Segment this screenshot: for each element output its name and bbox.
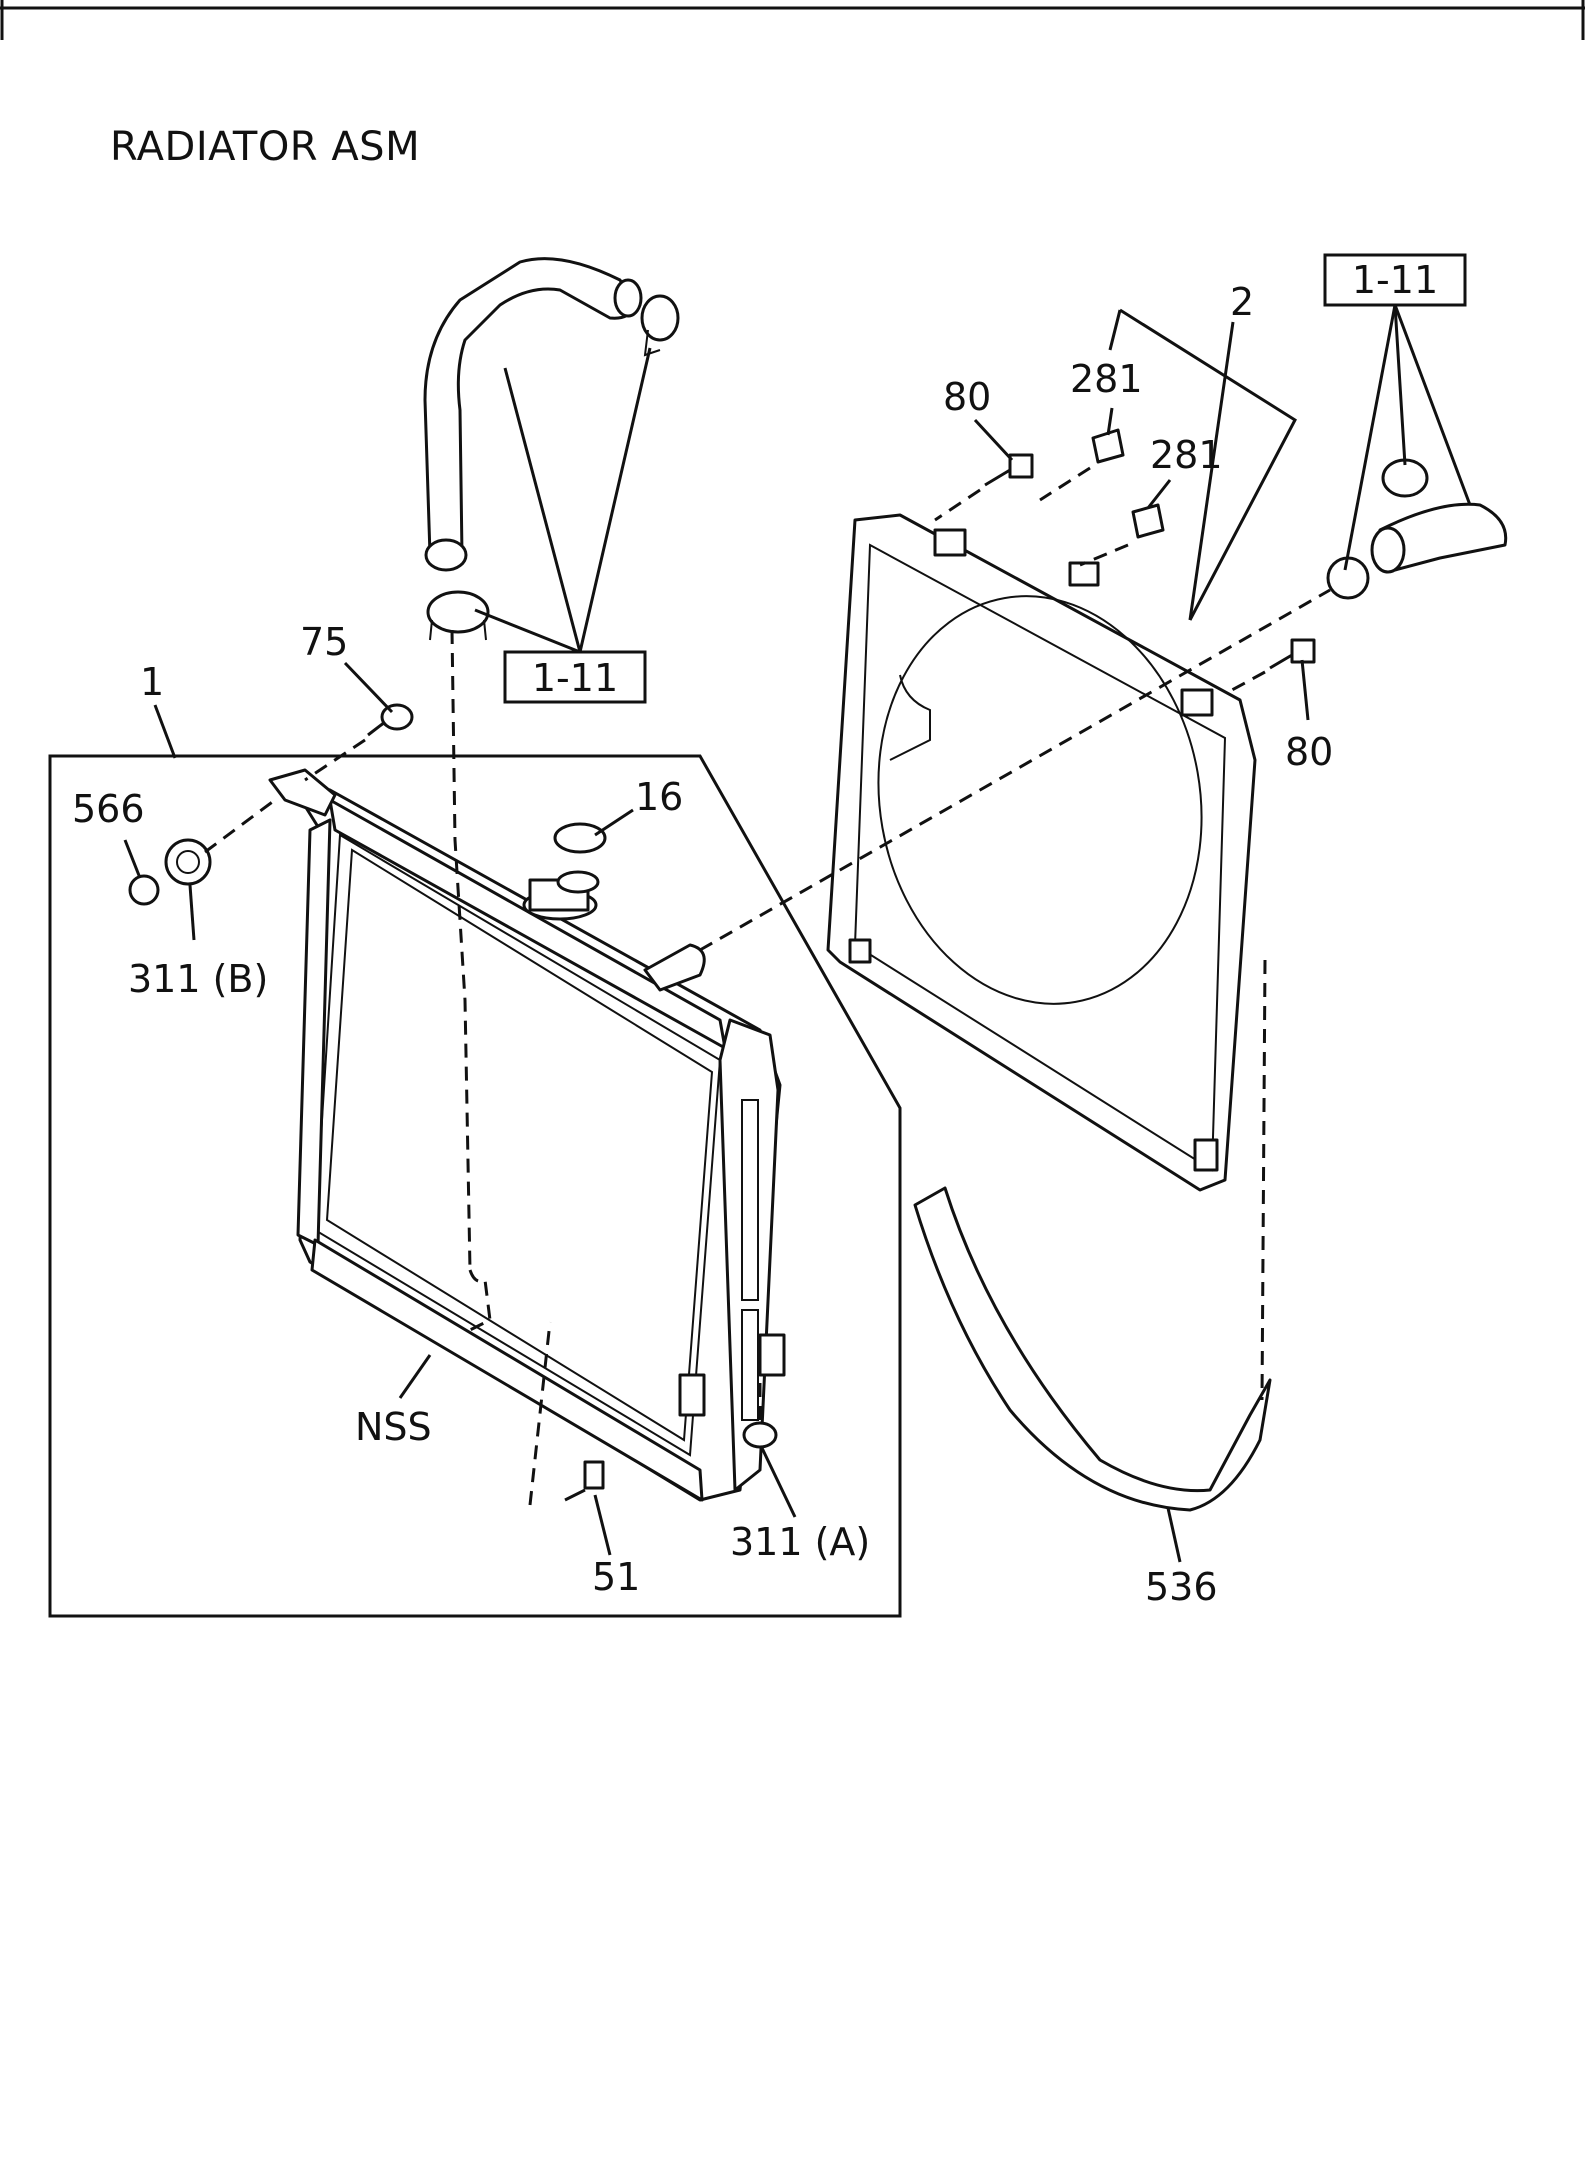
radiator-group-box <box>48 754 902 1618</box>
hose-clamp-lower <box>426 590 490 641</box>
bracket-2 <box>1119 308 1297 621</box>
leader-outlet-to-hose <box>699 588 1331 952</box>
callout-80-right: 80 <box>1285 730 1333 774</box>
leader-1 <box>153 704 177 759</box>
leader-80-right <box>1300 659 1310 721</box>
callout-281-a: 281 <box>1070 357 1143 401</box>
leader-281-b <box>1146 479 1172 509</box>
bolt-566 <box>128 874 160 906</box>
callout-311a: 311 (A) <box>730 1520 870 1564</box>
callout-311b: 311 (B) <box>128 957 268 1001</box>
grommet-311a <box>742 1421 778 1449</box>
radiator-cap-16 <box>553 822 607 894</box>
leader-51 <box>593 1494 612 1556</box>
leader-80-top <box>973 418 1014 462</box>
leader-311a <box>760 1447 797 1518</box>
callout-51: 51 <box>592 1555 640 1599</box>
leader-2 <box>1188 321 1235 621</box>
reference-box-left: 1-11 <box>503 650 647 704</box>
callout-1: 1 <box>140 660 164 704</box>
hose-clamp-right-upper <box>1381 458 1429 498</box>
leader-16 <box>594 808 634 837</box>
lower-hose <box>1370 502 1508 574</box>
hose-clamp-right-lower <box>1326 556 1370 600</box>
callout-2: 2 <box>1230 280 1254 324</box>
reference-label-left: 1-11 <box>532 656 618 700</box>
drain-plug-51 <box>564 1460 605 1502</box>
leader-566 <box>123 839 142 879</box>
leader-hose-to-core <box>450 629 472 1271</box>
hose-clamp-upper <box>640 294 680 357</box>
callout-80-top: 80 <box>943 375 991 419</box>
bolt-80-right <box>1269 638 1316 670</box>
radiator-core <box>268 768 786 1502</box>
callout-75: 75 <box>300 620 348 664</box>
reference-box-right: 1-11 <box>1323 253 1467 307</box>
reference-label-right: 1-11 <box>1352 258 1438 302</box>
leader-536 <box>1166 1507 1182 1563</box>
callout-nss: NSS <box>355 1405 432 1449</box>
upper-hose <box>423 257 643 572</box>
callout-566: 566 <box>72 787 145 831</box>
leader-75 <box>343 661 394 714</box>
fan-shroud <box>826 513 1257 1192</box>
nut-281-b <box>1131 503 1165 539</box>
callout-536: 536 <box>1145 1565 1218 1609</box>
callout-281-b: 281 <box>1150 433 1223 477</box>
shroud-lower-segment <box>913 1186 1272 1512</box>
leader-311b <box>188 884 196 941</box>
page-title: RADIATOR ASM <box>110 124 421 170</box>
leader-shroud-to-segment <box>1260 959 1267 1401</box>
leader-nss <box>398 1354 432 1399</box>
grommet-311b <box>164 838 212 886</box>
leader-281-a <box>1106 407 1114 436</box>
bolt-80-top <box>984 453 1034 487</box>
callout-16: 16 <box>635 775 683 819</box>
